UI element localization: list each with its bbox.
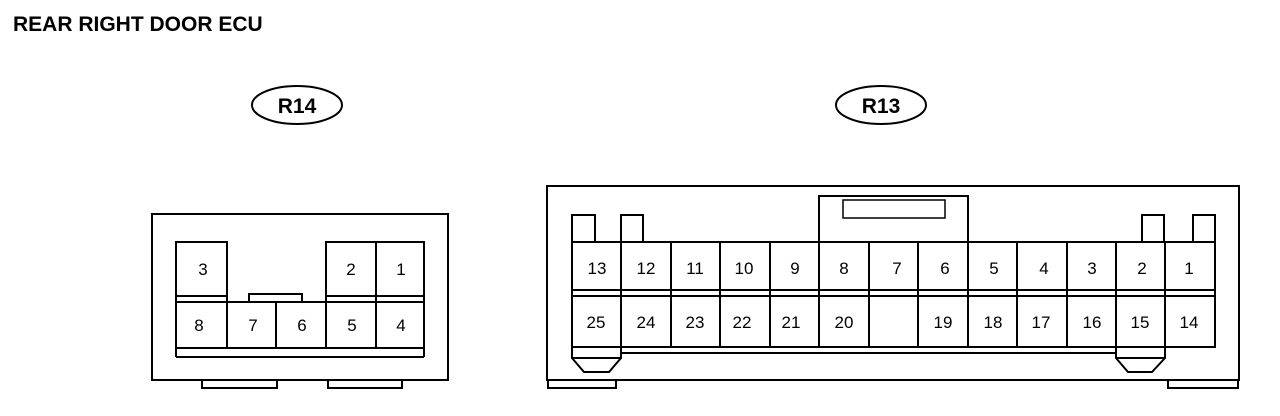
connector-housing — [546, 185, 1240, 381]
pin-number: 20 — [835, 313, 854, 332]
polarity-key — [818, 195, 969, 242]
corner-post — [1192, 214, 1216, 242]
pin-number: 1 — [396, 260, 405, 279]
pin-number: 23 — [686, 313, 705, 332]
connector-label-oval — [251, 85, 343, 125]
pin-number: 7 — [892, 259, 901, 278]
pin-number: 17 — [1032, 313, 1051, 332]
pin-number: 22 — [733, 313, 752, 332]
polarity-key-slot — [842, 199, 946, 219]
pin-number: 4 — [1039, 259, 1048, 278]
diagram-title: REAR RIGHT DOOR ECU — [13, 13, 263, 36]
pin-number: 9 — [790, 259, 799, 278]
connector-housing — [151, 213, 449, 381]
pin-number: 2 — [346, 260, 355, 279]
pin-number: 10 — [735, 259, 754, 278]
pin-number: 21 — [782, 313, 801, 332]
connector-r14: R14 3 2 1 8 7 6 5 4 — [151, 85, 449, 389]
pin-number: 8 — [194, 316, 203, 335]
corner-post — [571, 214, 596, 242]
pin-number: 3 — [1087, 259, 1096, 278]
pin-number: 19 — [934, 313, 953, 332]
pin-number: 4 — [396, 316, 405, 335]
pin-number: 15 — [1131, 313, 1150, 332]
pin-number: 6 — [297, 316, 306, 335]
pin-number: 1 — [1184, 259, 1193, 278]
connector-label: R14 — [278, 95, 317, 118]
pin-number: 8 — [839, 259, 848, 278]
latch — [1167, 379, 1239, 389]
pin-number: 18 — [984, 313, 1003, 332]
pin-number: 11 — [686, 259, 704, 278]
pin-number: 14 — [1180, 313, 1199, 332]
pin-number: 5 — [989, 259, 998, 278]
latch — [201, 379, 278, 389]
connector-label: R13 — [862, 95, 901, 118]
latch — [327, 379, 403, 389]
pin-number: 7 — [248, 316, 257, 335]
latch — [547, 379, 617, 389]
corner-post — [620, 214, 644, 242]
pin-number: 2 — [1137, 259, 1146, 278]
pin-number: 16 — [1083, 313, 1102, 332]
pin-number: 3 — [198, 260, 207, 279]
connector-r13: R13 13 — [546, 85, 1240, 389]
pin-number: 6 — [940, 259, 949, 278]
pin-number: 25 — [587, 313, 606, 332]
pin-number: 13 — [588, 259, 607, 278]
corner-post — [1141, 214, 1165, 242]
connector-label-oval — [835, 85, 927, 125]
pin-number: 5 — [347, 316, 356, 335]
pin-number: 12 — [637, 259, 656, 278]
pin-number: 24 — [637, 313, 656, 332]
